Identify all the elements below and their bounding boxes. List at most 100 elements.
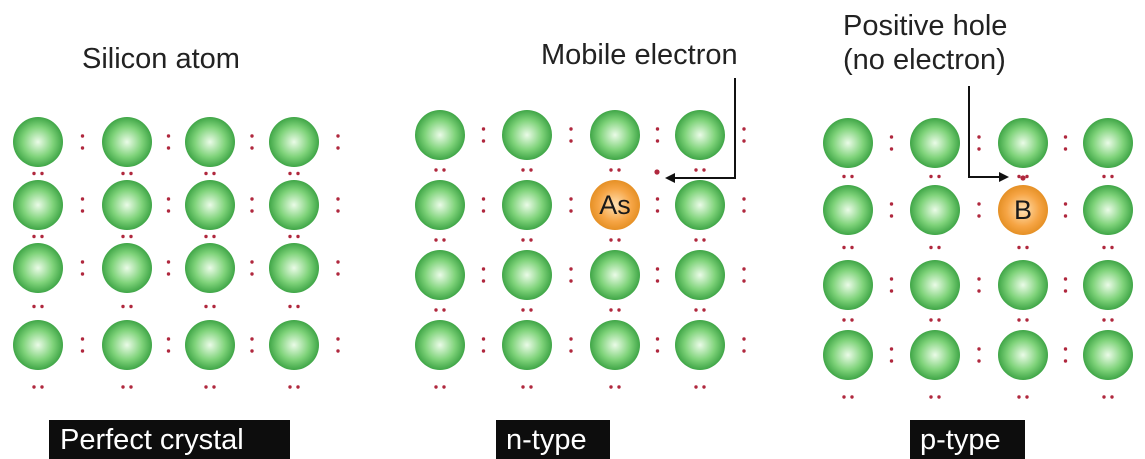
electron-dot	[129, 385, 133, 389]
electron-dot	[121, 171, 125, 176]
electron-dot	[742, 349, 746, 353]
electron-dot	[250, 209, 254, 213]
electron-dot	[521, 385, 525, 389]
silicon-atom	[185, 180, 235, 230]
electron-dot	[655, 197, 660, 201]
electron-dot	[1110, 245, 1114, 250]
electron-dot	[889, 359, 894, 363]
positive-hole-label: Positive hole	[843, 10, 1008, 42]
electron-dot	[40, 385, 44, 389]
electron-dot	[1025, 318, 1029, 322]
electron-dot	[889, 277, 894, 281]
electron-dot	[166, 260, 171, 264]
silicon-atom	[102, 180, 152, 230]
electron-dot	[850, 318, 854, 322]
electron-dot	[569, 337, 573, 341]
silicon-atom	[590, 250, 640, 300]
electron-dot	[977, 147, 981, 151]
panel-n-type: As	[415, 110, 746, 389]
electron-dot	[336, 337, 340, 341]
electron-dot	[655, 279, 660, 283]
electron-dot	[250, 260, 254, 264]
electron-dot	[288, 385, 292, 389]
electron-dot	[1063, 347, 1068, 351]
silicon-atom	[910, 185, 960, 235]
electron-dot	[212, 304, 216, 309]
silicon-atom	[590, 110, 640, 160]
silicon-atom	[1083, 260, 1133, 310]
electron-dot	[166, 209, 171, 213]
electron-dot	[889, 347, 894, 351]
caption-perfect-crystal: Perfect crystal	[60, 424, 244, 456]
electron-dot	[655, 349, 660, 353]
silicon-atom	[823, 260, 873, 310]
electron-dot	[1025, 395, 1029, 399]
electron-dot	[617, 308, 621, 312]
electron-dot	[1063, 202, 1068, 206]
electron-dot	[481, 337, 486, 341]
silicon-atom	[185, 243, 235, 293]
electron-dot	[434, 308, 438, 312]
electron-dot	[434, 238, 438, 242]
electron-dot	[250, 272, 254, 276]
positive-hole-arrow	[968, 86, 1009, 182]
panel-p-type: B	[823, 118, 1133, 399]
electron-dot	[296, 234, 300, 239]
electron-dot	[80, 209, 85, 213]
electron-dot	[742, 279, 746, 283]
electron-dot	[1017, 318, 1021, 322]
electron-dot	[129, 234, 133, 239]
electron-dot	[702, 308, 706, 312]
mobile-electron-dot	[654, 169, 660, 175]
electron-dot	[842, 318, 846, 322]
electron-dot	[529, 385, 533, 389]
electron-dot	[569, 139, 573, 143]
electron-dot	[1102, 174, 1106, 179]
electron-dot	[481, 349, 486, 353]
silicon-atom-label: Silicon atom	[82, 43, 240, 75]
no-electron-label: (no electron)	[843, 44, 1006, 76]
electron-dot	[336, 134, 340, 138]
electron-dot	[204, 304, 208, 309]
electron-dot	[1063, 277, 1068, 281]
electron-dot	[529, 308, 533, 312]
silicon-atom	[13, 243, 63, 293]
electron-dot	[850, 245, 854, 250]
electron-dot	[1017, 245, 1021, 250]
silicon-atom	[675, 110, 725, 160]
electron-dot	[481, 127, 486, 131]
silicon-atom	[415, 180, 465, 230]
silicon-atom	[823, 118, 873, 168]
electron-dot	[212, 171, 216, 176]
electron-dot	[609, 238, 613, 242]
silicon-atom	[998, 118, 1048, 168]
electron-dot	[929, 395, 933, 399]
electron-dot	[521, 308, 525, 312]
caption-box-perfect-crystal	[49, 420, 290, 459]
electron-dot	[166, 134, 171, 138]
electron-dot	[336, 197, 340, 201]
electron-dot	[336, 272, 340, 276]
electron-dot	[32, 234, 36, 239]
electron-dot	[481, 209, 486, 213]
electron-dot	[434, 168, 438, 172]
electron-dot	[655, 139, 660, 143]
electron-dot	[296, 304, 300, 309]
electron-dot	[937, 245, 941, 250]
electron-dot	[1063, 289, 1068, 293]
electron-dot	[929, 245, 933, 250]
electron-dot	[336, 260, 340, 264]
silicon-atom	[269, 243, 319, 293]
silicon-atom	[269, 180, 319, 230]
silicon-atom	[415, 250, 465, 300]
electron-dot	[250, 349, 254, 353]
silicon-atom	[415, 320, 465, 370]
electron-dot	[442, 385, 446, 389]
silicon-atom	[675, 320, 725, 370]
electron-dot	[742, 127, 746, 131]
electron-dot	[742, 209, 746, 213]
silicon-atom	[13, 117, 63, 167]
electron-dot	[481, 267, 486, 271]
electron-dot	[569, 279, 573, 283]
electron-dot	[1110, 318, 1114, 322]
